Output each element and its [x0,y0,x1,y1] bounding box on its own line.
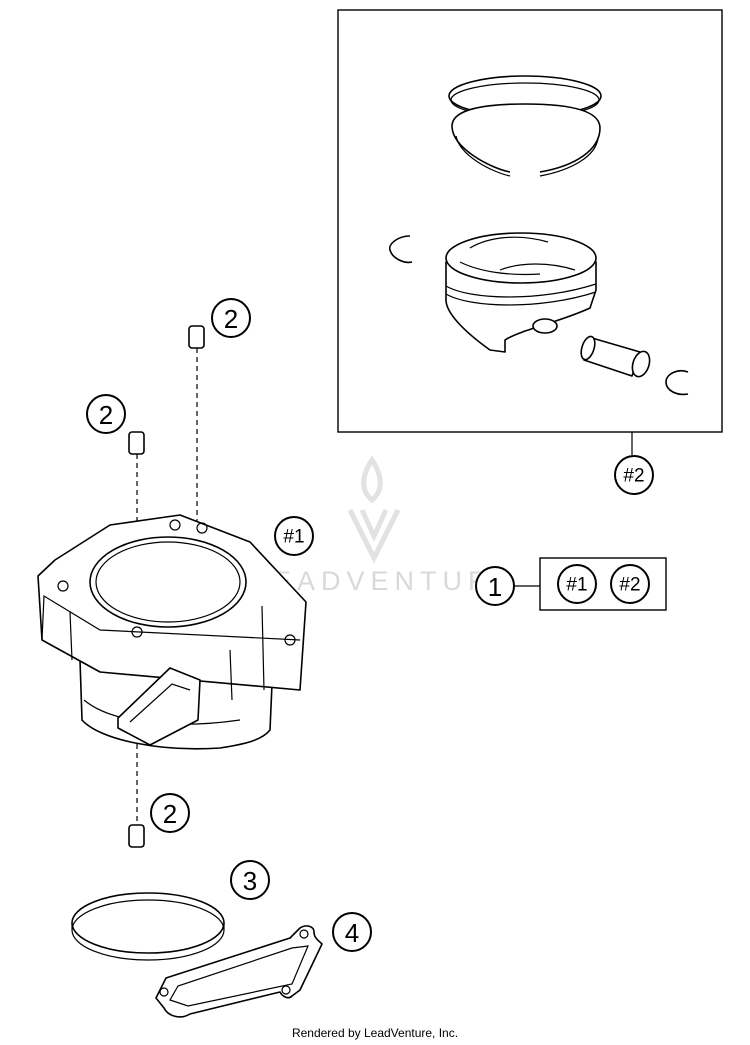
svg-text:2: 2 [224,304,238,334]
rendered-by-credit: Rendered by LeadVenture, Inc. [292,1026,458,1040]
svg-text:4: 4 [345,918,359,948]
svg-text:#2: #2 [623,466,644,487]
piston-rings [448,75,602,177]
dowel-upper-right [188,325,205,349]
callout-o-ring: 3 [230,860,270,900]
svg-text:2: 2 [163,799,177,829]
callout-dowel-upper-right: 2 [211,298,251,338]
gasket [155,925,323,1018]
piston-kit-frame [337,9,723,433]
callout-assembly: 1 [475,566,515,606]
dowel-lower [128,824,145,848]
circlip-left [388,235,413,264]
callout-piston-kit-ref: #2 [614,455,654,495]
dowel-upper-left [128,431,145,455]
callout-gasket: 4 [332,912,372,952]
svg-text:3: 3 [243,866,257,896]
svg-text:#2: #2 [619,575,640,596]
assembly-contents-box [539,557,667,611]
callout-assembly-includes-1: #1 [557,564,597,604]
watermark-logo-icon [347,455,401,564]
piston [445,232,597,353]
cylinder [37,514,307,750]
piston-pin [580,335,651,378]
svg-text:#1: #1 [283,527,304,548]
callout-dowel-lower: 2 [150,793,190,833]
o-ring [71,892,225,961]
callout-dowel-upper-left: 2 [86,394,126,434]
svg-text:#1: #1 [566,575,587,596]
callout-cylinder-ref: #1 [274,516,314,556]
svg-text:2: 2 [99,400,113,430]
svg-text:1: 1 [488,572,502,602]
callout-assembly-includes-2: #2 [610,564,650,604]
circlip-right [665,369,689,396]
